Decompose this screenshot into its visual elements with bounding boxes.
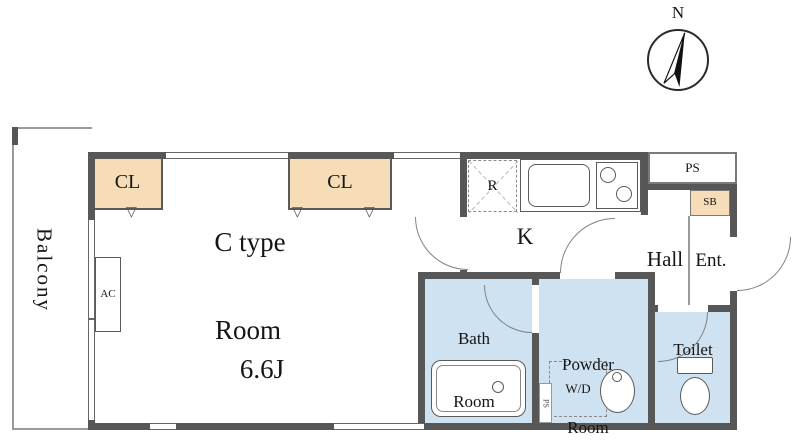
toilet-tank-icon (677, 357, 713, 374)
pipe-space-top-label: PS (685, 159, 700, 175)
wall-stub (12, 127, 18, 145)
powder-room-label-line2: Room (567, 418, 609, 438)
entrance-step-line (688, 216, 690, 305)
wall-segment (418, 272, 560, 279)
wall-segment (176, 423, 334, 430)
wall-segment (730, 184, 737, 237)
kitchen-sink-icon (528, 164, 590, 207)
closet-right-label: CL (327, 171, 353, 193)
kitchen-label: K (516, 224, 534, 249)
window-opening (150, 423, 176, 430)
washer-dryer-label: W/D (565, 380, 591, 396)
ac-unit: AC (95, 257, 121, 332)
wall-segment (730, 291, 737, 430)
wall-segment (418, 272, 425, 430)
room-size-label: 6.6J (239, 354, 285, 384)
refrigerator-label: R (487, 177, 498, 194)
room-name-label: Room (214, 315, 281, 345)
entrance-label: Ent. (695, 250, 727, 271)
window-opening (334, 423, 424, 430)
ac-unit-label: AC (100, 287, 116, 300)
room-type-label: C type (214, 227, 286, 257)
stove-burner-icon (616, 186, 632, 202)
wall-segment (88, 152, 95, 220)
closet-door-mark-icon: ▽ (292, 205, 303, 220)
pipe-space-bottom: PS (539, 383, 552, 423)
toilet-bowl-icon (680, 377, 710, 415)
pipe-space-top: PS (648, 152, 737, 184)
wall-segment (460, 152, 467, 217)
hall-label: Hall (646, 247, 684, 271)
wall-segment (532, 333, 539, 430)
wall-segment (288, 152, 394, 159)
bath-room-label-line1: Bath (457, 328, 491, 348)
north-arrow-icon (647, 29, 709, 91)
powder-room-label: Powder Room (532, 311, 644, 442)
closet-left-label: CL (114, 171, 141, 193)
refrigerator-cross-icon (469, 161, 518, 213)
door-arc-powder-room (560, 218, 615, 273)
basin-faucet-icon (612, 372, 622, 382)
wall-segment (648, 272, 655, 430)
glass-door-mullion (88, 318, 95, 320)
closet-door-mark-icon: ▽ (364, 205, 375, 220)
wall-segment (641, 152, 648, 215)
wall-segment (648, 183, 737, 190)
refrigerator-space: R (468, 160, 518, 213)
compass: N (641, 2, 715, 98)
balcony-area (12, 127, 92, 430)
wall-segment (532, 279, 539, 285)
closet-left: CL (92, 155, 163, 210)
balcony-glass-door (88, 220, 95, 420)
wall-segment (615, 272, 655, 279)
bath-room-label-line2: Room (453, 392, 495, 412)
wall-segment (708, 305, 737, 312)
bathtub-drain-icon (492, 381, 504, 393)
stove-burner-icon (600, 167, 616, 183)
powder-room-label-line1: Powder (562, 354, 614, 374)
toilet-label: Toilet (673, 340, 713, 359)
compass-n-label: N (671, 3, 685, 22)
shoe-box: SB (690, 190, 730, 216)
door-arc-entrance (737, 237, 791, 291)
shoe-box-label: SB (703, 196, 717, 209)
wall-segment (460, 152, 648, 159)
closet-right: CL (288, 155, 392, 210)
bathtub-inner-line (436, 365, 521, 412)
wall-segment (88, 423, 150, 430)
window-opening (166, 152, 288, 159)
wall-segment (88, 152, 166, 159)
wall-segment (424, 423, 737, 430)
balcony-label: Balcony (32, 228, 57, 312)
door-arc-room-kitchen (415, 217, 468, 270)
bath-room-label: Bath Room (424, 285, 524, 442)
pipe-space-bottom-label: PS (541, 398, 551, 408)
closet-door-mark-icon: ▽ (126, 205, 137, 220)
window-opening (394, 152, 460, 159)
wall-segment (648, 305, 658, 312)
